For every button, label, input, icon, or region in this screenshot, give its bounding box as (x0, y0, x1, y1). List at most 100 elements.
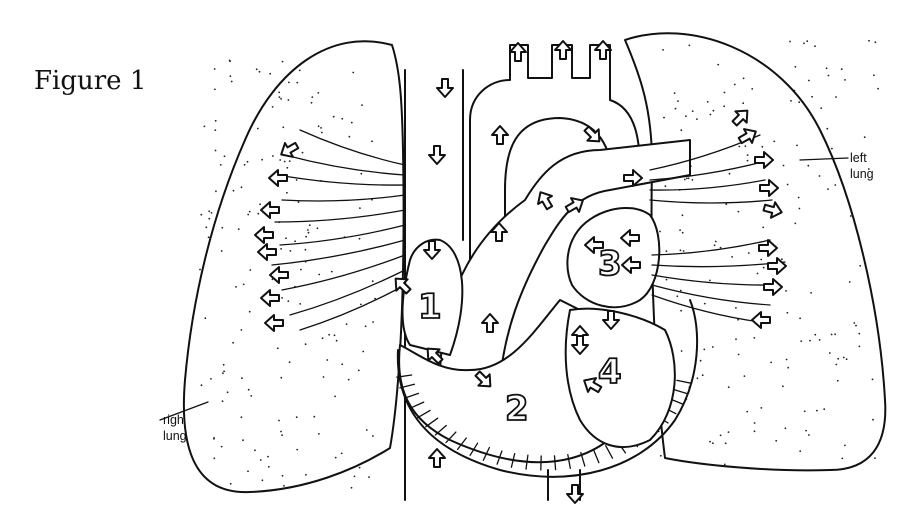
stipple-dot (702, 374, 704, 376)
stipple-dot (831, 148, 833, 150)
stipple-dot (816, 410, 818, 412)
stipple-dot (692, 179, 694, 181)
stipple-dot (318, 433, 320, 435)
stipple-dot (660, 455, 662, 457)
stipple-dot (763, 267, 765, 269)
stipple-dot (249, 269, 251, 271)
stipple-dot (318, 125, 320, 127)
stipple-dot (773, 141, 775, 143)
chamber-3-number: 3 (598, 244, 622, 284)
stipple-dot (728, 386, 730, 388)
stipple-dot (820, 107, 822, 109)
stipple-dot (279, 159, 281, 161)
stipple-dot (341, 453, 343, 455)
stipple-dot (751, 88, 753, 90)
stipple-dot (321, 132, 323, 134)
stipple-dot (841, 68, 843, 70)
stipple-dot (707, 101, 709, 103)
stipple-dot (215, 150, 217, 152)
stipple-dot (351, 122, 353, 124)
stipple-dot (317, 227, 319, 229)
stipple-dot (745, 145, 747, 147)
stipple-dot (259, 71, 261, 73)
stipple-dot (844, 79, 846, 81)
stipple-dot (783, 165, 785, 167)
stipple-dot (757, 273, 759, 275)
stipple-dot (807, 165, 809, 167)
stipple-dot (351, 487, 353, 489)
stipple-dot (317, 92, 319, 94)
stipple-dot (787, 312, 789, 314)
stipple-dot (826, 67, 828, 69)
stipple-dot (748, 252, 750, 254)
stipple-dot (681, 350, 683, 352)
stipple-dot (208, 218, 210, 220)
stipple-dot (834, 333, 836, 335)
stipple-dot (675, 108, 677, 110)
stipple-dot (247, 161, 249, 163)
stipple-dot (724, 92, 726, 94)
stipple-dot (795, 66, 797, 68)
stipple-dot (290, 250, 292, 252)
stipple-dot (826, 128, 828, 130)
stipple-dot (811, 96, 813, 98)
stipple-dot (241, 186, 243, 188)
stipple-dot (299, 70, 301, 72)
stipple-dot (868, 40, 870, 42)
stipple-dot (285, 237, 287, 239)
stipple-dot (684, 179, 686, 181)
stipple-dot (808, 80, 810, 82)
stipple-dot (278, 420, 280, 422)
stipple-dot (352, 72, 354, 74)
stipple-dot (872, 419, 874, 421)
stipple-dot (762, 227, 764, 229)
stipple-dot (204, 126, 206, 128)
stipple-dot (223, 364, 225, 366)
stipple-dot (210, 378, 212, 380)
stipple-dot (229, 60, 231, 62)
stipple-dot (280, 98, 282, 100)
stipple-dot (254, 449, 256, 451)
stipple-dot (215, 190, 217, 192)
stipple-dot (794, 223, 796, 225)
stipple-dot (238, 228, 240, 230)
stipple-dot (213, 457, 215, 459)
stipple-dot (814, 334, 816, 336)
stipple-dot (659, 231, 661, 233)
stipple-dot (280, 431, 282, 433)
stipple-dot (800, 340, 802, 342)
stipple-dot (366, 429, 368, 431)
stipple-dot (715, 241, 717, 243)
stipple-dot (205, 226, 207, 228)
stipple-dot (333, 116, 335, 118)
stipple-dot (786, 359, 788, 361)
stipple-dot (305, 343, 307, 345)
stipple-dot (720, 435, 722, 437)
flow-arrow-icon (429, 449, 445, 467)
stipple-dot (368, 476, 370, 478)
stipple-dot (221, 250, 223, 252)
stipple-dot (709, 441, 711, 443)
stipple-dot (680, 310, 682, 312)
stipple-dot (735, 307, 737, 309)
chamber-2-number: 2 (505, 389, 529, 429)
stipple-dot (309, 224, 311, 226)
stipple-dot (267, 456, 269, 458)
stipple-dot (754, 430, 756, 432)
stipple-dot (302, 152, 304, 154)
stipple-dot (677, 100, 679, 102)
stipple-dot (374, 298, 376, 300)
stipple-dot (269, 73, 271, 75)
stipple-dot (682, 232, 684, 234)
stipple-dot (696, 118, 698, 120)
stipple-dot (282, 475, 284, 477)
stipple-dot (261, 159, 263, 161)
stipple-dot (794, 90, 796, 92)
stipple-dot (200, 214, 202, 216)
stipple-dot (785, 290, 787, 292)
stipple-dot (346, 323, 348, 325)
stipple-dot (829, 352, 831, 354)
stipple-dot (305, 249, 307, 251)
stipple-dot (855, 325, 857, 327)
stipple-dot (230, 75, 232, 77)
